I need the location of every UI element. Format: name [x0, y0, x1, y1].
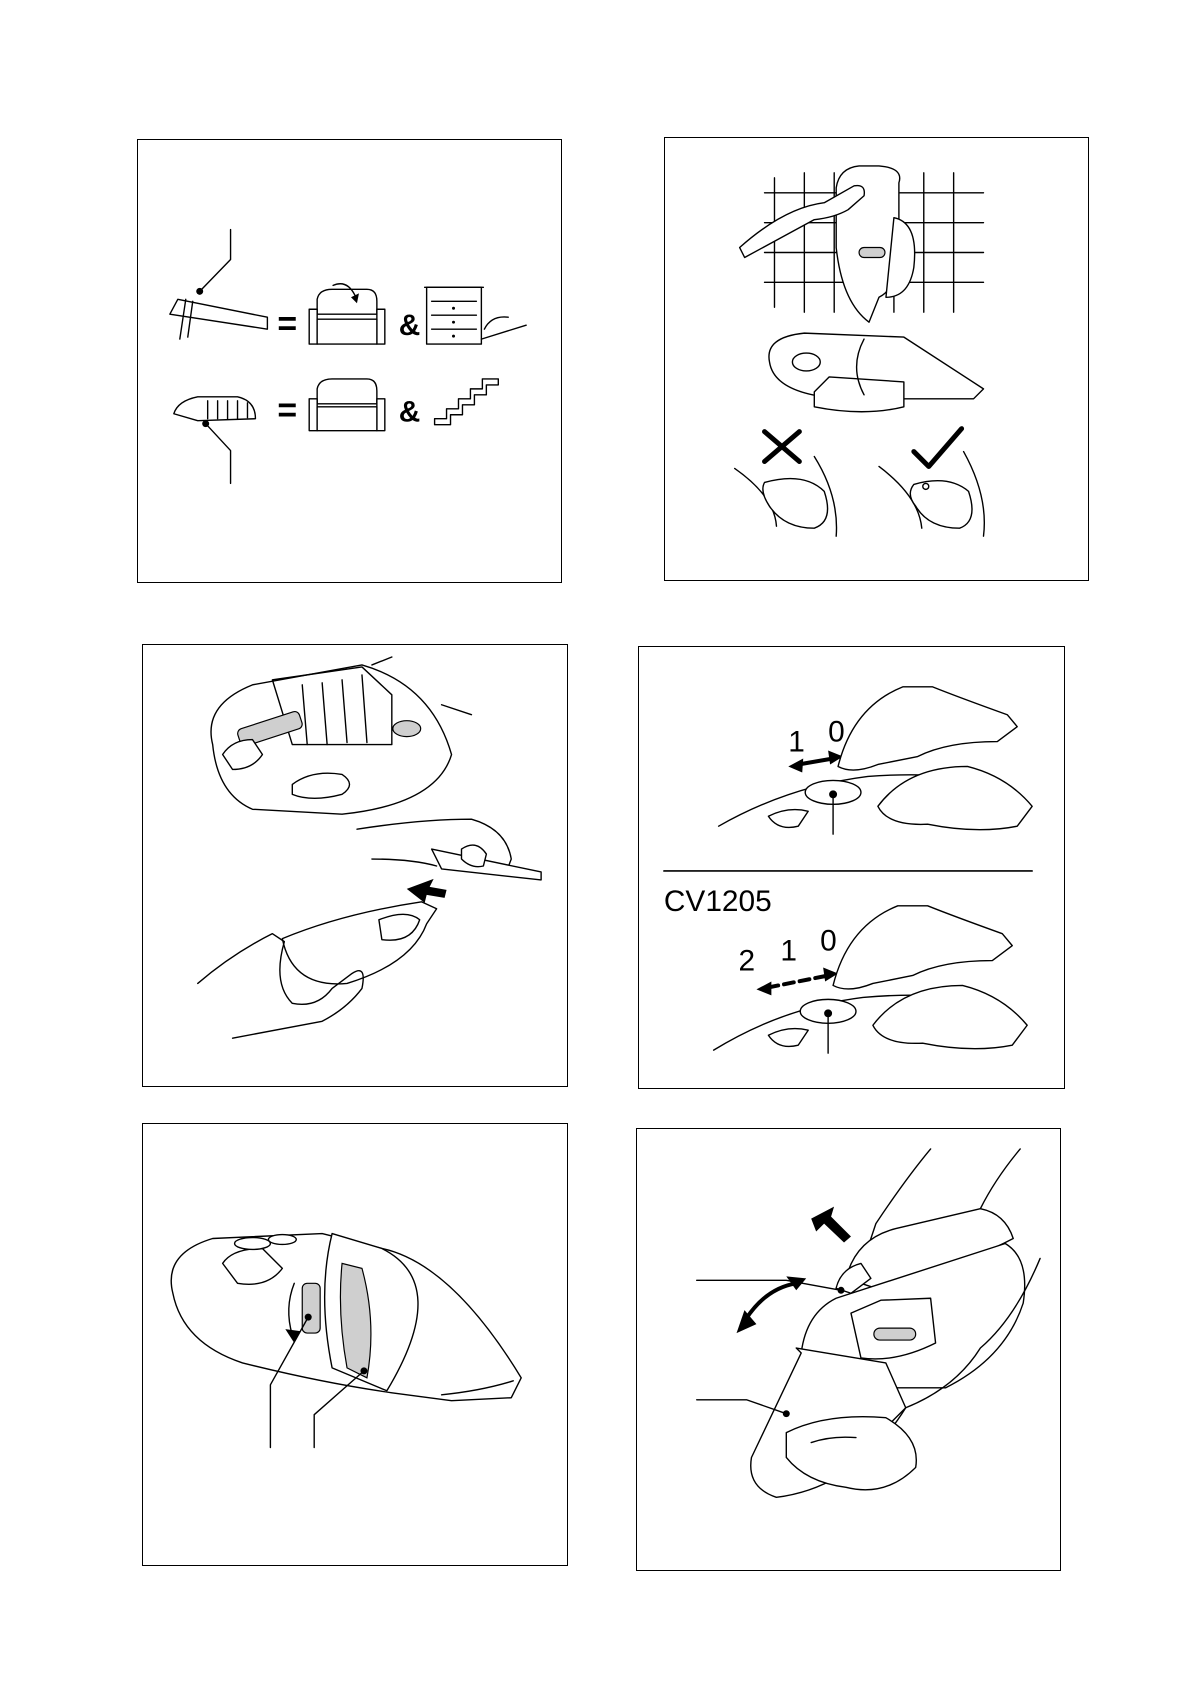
check-mark-icon: [914, 429, 962, 467]
arrow-icon: [811, 1207, 851, 1243]
panel-switch: 1 0 CV1205 2 1 0: [638, 646, 1065, 1089]
cross-mark-icon: [765, 432, 800, 462]
panel-release: [636, 1128, 1061, 1571]
model-speed-label-2: 2: [739, 945, 756, 978]
charge-indicator-icon: [874, 1328, 916, 1340]
arrow-icon: [798, 759, 833, 765]
dust-bowl-icon: [282, 902, 436, 984]
release-illustration: [637, 1129, 1060, 1570]
speed-label-1: 1: [788, 726, 805, 759]
armchair-icon: [309, 289, 385, 344]
speed-label-0: 0: [828, 716, 845, 749]
model-name: CV1205: [664, 885, 772, 918]
vacuum-icon: [836, 166, 900, 322]
panel-emptying: [142, 644, 568, 1087]
wall-mount-illustration: [665, 138, 1088, 580]
model-speed-label-1: 1: [780, 935, 797, 968]
stairs-icon: [435, 379, 499, 425]
arrow-icon: [768, 975, 828, 987]
brush-tool-icon: [174, 397, 256, 421]
equals-sign-1: =: [277, 305, 297, 343]
emptying-illustration: [143, 645, 567, 1086]
panel-wall-mount: [664, 137, 1089, 581]
model-speed-label-0: 0: [820, 925, 837, 958]
filter-illustration: [143, 1124, 567, 1565]
arrow-icon: [746, 1283, 796, 1318]
crevice-tool-icon: [170, 299, 268, 339]
finger-icon: [838, 687, 1017, 770]
armchair-icon: [309, 379, 385, 431]
filter-dial-icon: [302, 1283, 320, 1333]
panel-filter: [142, 1123, 568, 1566]
release-button-icon: [393, 721, 421, 737]
ampersand-2: &: [399, 396, 421, 429]
vacuum-side-icon: [171, 1234, 521, 1401]
arrow-icon: [407, 879, 447, 903]
crevice-leader-line: [200, 230, 231, 292]
accessories-illustration: = & = &: [138, 140, 561, 582]
switch-illustration: 1 0 CV1205 2 1 0: [639, 647, 1064, 1088]
brush-leader-line: [206, 424, 231, 484]
finger-icon: [833, 906, 1012, 989]
arrow-icon: [484, 317, 508, 329]
hand-icon: [878, 766, 1032, 829]
vacuum-on-base-icon: [769, 333, 984, 412]
panel-accessories: = & = &: [137, 139, 562, 583]
charge-indicator-icon: [859, 248, 885, 258]
vacuum-underside-icon: [211, 657, 471, 814]
incorrect-nozzle-icon: [735, 457, 837, 537]
equals-sign-2: =: [277, 392, 297, 430]
ampersand-1: &: [399, 309, 421, 342]
chest-of-drawers-icon: [425, 287, 484, 344]
release-button-leader-line: [697, 1280, 841, 1290]
